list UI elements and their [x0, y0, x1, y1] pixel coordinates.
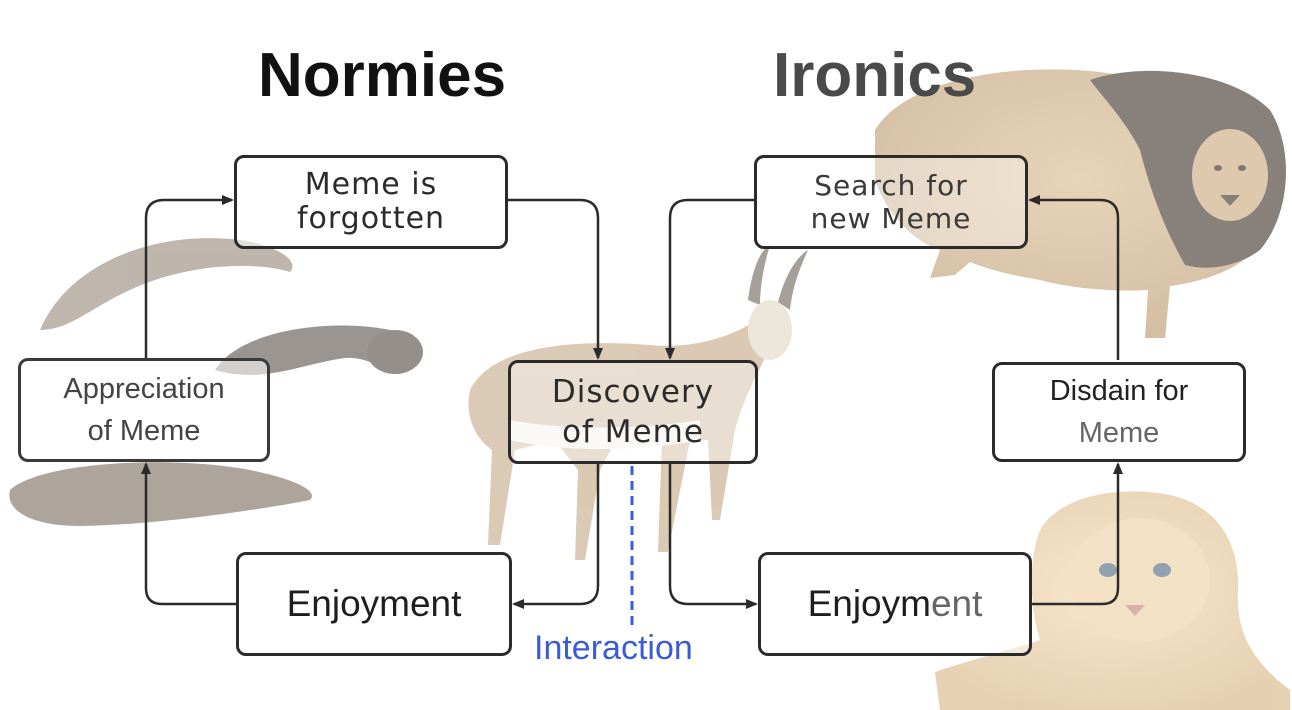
- node-enjoyment-left: Enjoyment: [236, 552, 512, 656]
- interaction-label: Interaction: [534, 629, 693, 667]
- node-enjoyment-right-label-part-2: ent: [930, 583, 983, 624]
- node-enjoyment-left-label: Enjoyment: [286, 583, 462, 624]
- arrow-enjoyment-left-to-appreciation: [141, 462, 236, 606]
- lion-image: [875, 69, 1287, 338]
- node-appreciation-line-1: Appreciation: [63, 373, 225, 405]
- arrow-appreciation-to-forgotten: [144, 195, 234, 358]
- node-disdain-for-meme: Disdain for Meme: [992, 362, 1246, 462]
- node-enjoyment-right: Enjoyment: [758, 552, 1032, 656]
- springbok-image: [468, 245, 808, 560]
- node-search-new-meme-line-2: new Meme: [810, 202, 972, 235]
- node-disdain-line-2: Meme: [1078, 417, 1160, 449]
- arrow-disdain-to-search: [1028, 195, 1120, 360]
- node-discovery-line-2: of Meme: [562, 414, 704, 450]
- node-discovery-line-1: Discovery: [551, 374, 715, 410]
- arrow-enjoyment-right-to-disdain: [1032, 462, 1123, 606]
- node-meme-forgotten-line-2: forgotten: [296, 201, 446, 236]
- node-meme-forgotten-line-1: Meme is: [304, 167, 438, 202]
- node-disdain-line-1: Disdain for: [1049, 375, 1189, 407]
- ironics-title: Ironics: [773, 41, 977, 110]
- normies-title: Normies: [258, 41, 507, 110]
- node-appreciation-line-2: of Meme: [87, 415, 201, 447]
- leech-image: [9, 238, 423, 526]
- node-meme-forgotten: Meme is forgotten: [234, 155, 508, 249]
- arrow-forgotten-to-discovery: [508, 198, 603, 360]
- node-discovery-of-meme: Discovery of Meme: [508, 360, 758, 464]
- node-search-new-meme: Search for new Meme: [754, 155, 1028, 249]
- arrow-discovery-to-enjoyment-left: [512, 464, 600, 609]
- arrow-discovery-to-enjoyment-right: [668, 464, 758, 609]
- arrow-search-to-discovery: [665, 198, 754, 360]
- node-search-new-meme-line-1: Search for: [814, 169, 968, 202]
- node-appreciation-of-meme: Appreciation of Meme: [18, 358, 270, 462]
- node-enjoyment-right-label-part-1: Enjoym: [807, 583, 931, 624]
